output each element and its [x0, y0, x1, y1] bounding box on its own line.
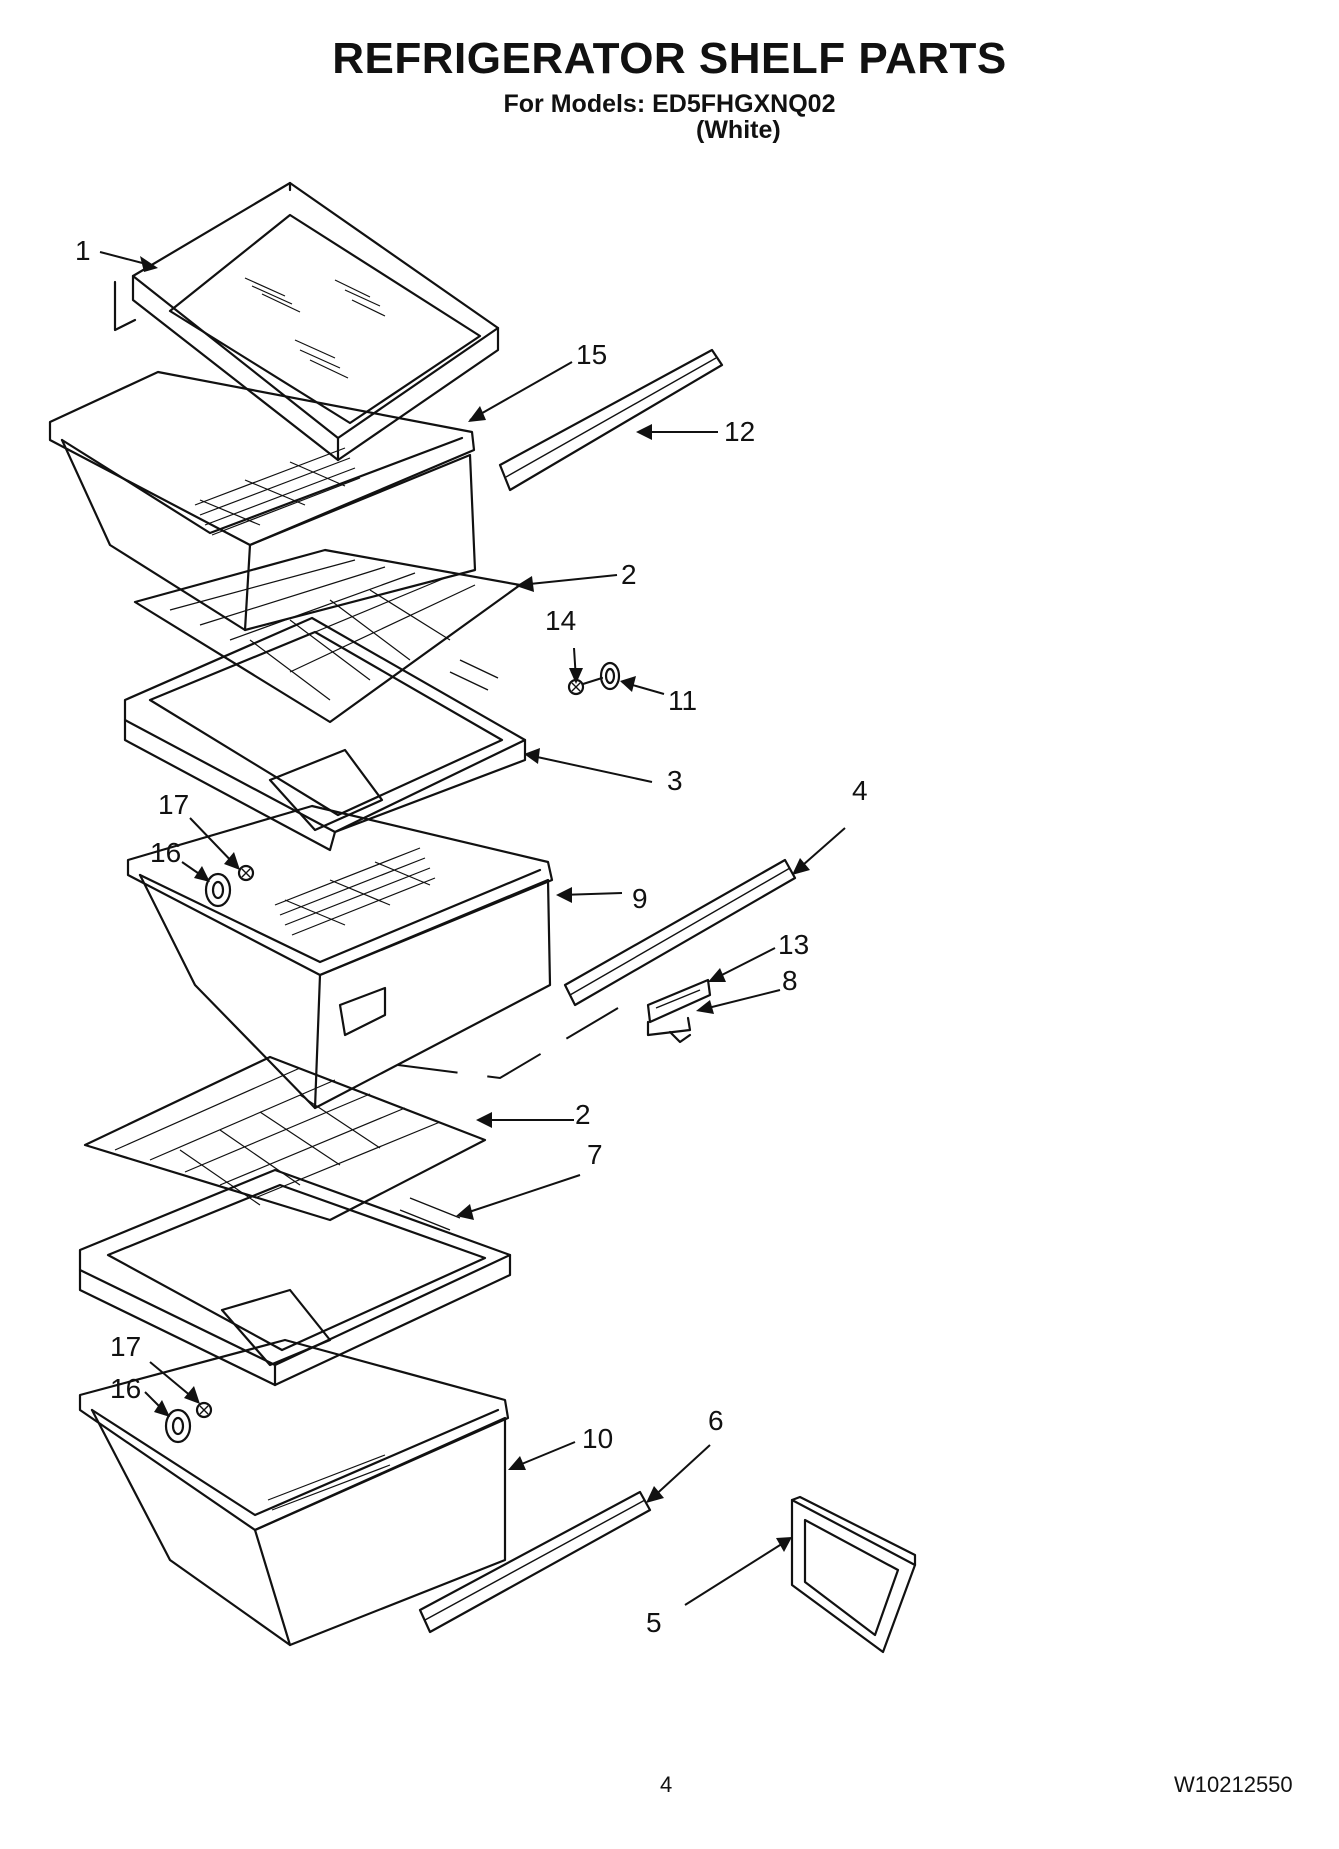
part-8-bracket — [646, 1016, 692, 1044]
part-17-screw-upper — [237, 864, 255, 882]
callout-15: 15 — [576, 339, 607, 370]
part-5-cover-bracket — [790, 1495, 917, 1654]
part-9-middle-drawer — [126, 804, 554, 1110]
page-title: REFRIGERATOR SHELF PARTS — [332, 34, 1007, 83]
part-17-screw-lower — [195, 1401, 213, 1419]
arrowheads — [140, 256, 810, 1552]
part-16-roller-upper — [204, 872, 232, 908]
callout-3: 3 — [667, 765, 683, 796]
alignment-dashed-line — [397, 994, 641, 1080]
callout-8: 8 — [782, 965, 798, 996]
part-12-trim-strip — [498, 348, 724, 492]
part-2-upper-shelf — [133, 548, 522, 724]
callout-11: 11 — [668, 685, 697, 716]
callout-6: 6 — [708, 1405, 724, 1436]
callout-14: 14 — [545, 605, 576, 636]
callout-17: 17 — [158, 789, 189, 820]
callout-13: 13 — [778, 929, 809, 960]
part-13-clip — [646, 978, 712, 1024]
callout-12: 12 — [724, 416, 755, 447]
page-number: 4 — [660, 1772, 673, 1797]
middle-drawer-grille — [274, 847, 436, 936]
part-2-lower-shelf — [83, 1055, 487, 1222]
callout-10: 10 — [582, 1423, 613, 1454]
callout-7: 7 — [587, 1139, 603, 1170]
part-15-upper-drawer — [48, 370, 477, 632]
leader-lines — [99, 251, 846, 1606]
callout-labels: 1 15 12 2 14 11 3 4 17 16 9 13 8 2 7 17 … — [75, 235, 868, 1638]
callout-4: 4 — [852, 775, 868, 806]
callout-16: 16 — [110, 1373, 141, 1404]
models-line: For Models: ED5FHGXNQ02 — [503, 90, 836, 118]
callout-5: 5 — [646, 1607, 662, 1638]
lower-drawer-grille — [267, 1454, 391, 1511]
part-16-roller-lower — [164, 1408, 192, 1444]
callout-17: 17 — [110, 1331, 141, 1362]
color-note: (White) — [696, 116, 781, 144]
part-10-lower-drawer — [78, 1338, 510, 1647]
callout-9: 9 — [632, 883, 648, 914]
callout-2: 2 — [621, 559, 637, 590]
document-id: W10212550 — [1174, 1772, 1293, 1797]
glass-glare-marks — [244, 277, 386, 379]
part-4-trim-strip — [563, 858, 797, 1007]
callout-1: 1 — [75, 235, 91, 266]
part-11-roller — [581, 661, 621, 691]
part-7-drawer-frame — [78, 1168, 512, 1387]
upper-drawer-grille — [194, 447, 361, 536]
callout-16: 16 — [150, 837, 181, 868]
part-1-cover-shelf — [113, 181, 500, 462]
part-3-drawer-frame — [123, 616, 527, 852]
part-6-trim-strip — [418, 1490, 652, 1634]
callout-2: 2 — [575, 1099, 591, 1130]
